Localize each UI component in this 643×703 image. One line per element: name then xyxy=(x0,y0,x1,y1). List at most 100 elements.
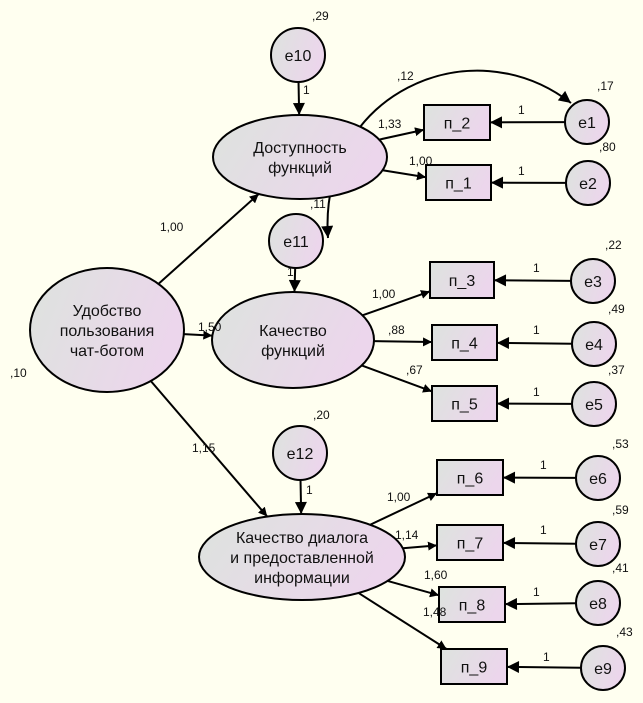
observed-variable-p4[interactable]: п_4 xyxy=(431,324,498,361)
variance-e3: ,22 xyxy=(605,238,622,252)
observed-variable-p6[interactable]: п_6 xyxy=(436,459,504,496)
error-term-e1[interactable]: e1 xyxy=(564,99,610,145)
path-coefficient-e3-p3: 1 xyxy=(533,261,540,275)
latent-label-line: функций xyxy=(261,343,325,360)
error-term-e10[interactable]: e10 xyxy=(270,27,326,83)
error-term-e6[interactable]: e6 xyxy=(575,455,621,501)
error-term-e5[interactable]: e5 xyxy=(571,381,617,427)
variance-e11: ,11 xyxy=(310,197,326,211)
observed-variable-p1[interactable]: п_1 xyxy=(425,164,492,201)
path-coefficient-F1-p2: 1,33 xyxy=(378,117,402,131)
observed-label: п_4 xyxy=(451,336,478,353)
path-coefficient-F0-F2: 1,50 xyxy=(198,320,222,334)
observed-box xyxy=(429,261,495,299)
error-label: e8 xyxy=(589,596,607,613)
path-arrow-e11-F2 xyxy=(288,267,301,293)
variance-e5: ,37 xyxy=(608,363,625,377)
variance-e9: ,43 xyxy=(616,625,633,639)
variance-e6: ,53 xyxy=(612,437,629,451)
path-arrow-F1-p2 xyxy=(378,127,425,141)
path-coefficient-e6-p6: 1 xyxy=(540,458,547,472)
error-label: e3 xyxy=(584,274,602,291)
observed-variable-p2[interactable]: п_2 xyxy=(423,104,491,141)
variance-e2: ,80 xyxy=(599,140,616,154)
latent-factor-F1[interactable]: Доступность функций xyxy=(212,114,388,200)
latent-label-line: Удобство xyxy=(73,303,142,320)
path-arrow-F0-F1 xyxy=(157,193,260,285)
path-arrow-e8-p8 xyxy=(504,597,577,610)
path-arrow-F2-p5 xyxy=(361,364,433,393)
path-arrow-F3-p6 xyxy=(369,492,438,526)
error-term-e9[interactable]: e9 xyxy=(580,645,626,691)
error-term-e4[interactable]: e4 xyxy=(571,321,617,367)
error-circle xyxy=(575,455,621,501)
path-coefficient-e2-p1: 1 xyxy=(518,164,525,178)
error-circle xyxy=(564,99,610,145)
error-circle xyxy=(580,645,626,691)
error-circle xyxy=(270,27,326,83)
path-coefficient-F2-p3: 1,00 xyxy=(372,287,396,301)
observed-label: п_2 xyxy=(444,116,471,133)
path-arrow-e12-F3 xyxy=(294,479,307,515)
observed-label: п_1 xyxy=(445,176,472,193)
observed-box xyxy=(436,524,504,561)
path-coefficient-F0-F3: 1,15 xyxy=(192,441,216,455)
latent-label-line: чат-ботом xyxy=(70,343,144,360)
error-label: e7 xyxy=(589,537,607,554)
path-arrow-e3-p3 xyxy=(493,274,572,287)
path-arrow-F0-F2 xyxy=(183,330,213,340)
error-circle xyxy=(268,213,324,269)
error-circle xyxy=(272,425,328,481)
observed-label: п_3 xyxy=(449,273,476,290)
error-term-e3[interactable]: e3 xyxy=(570,258,616,304)
observed-box xyxy=(423,104,491,141)
variance-e10: ,29 xyxy=(312,9,329,23)
observed-box xyxy=(436,459,504,496)
path-coefficient-e11-F2: 1 xyxy=(287,265,294,279)
latent-ellipse xyxy=(29,267,185,393)
path-coefficient-e4-p4: 1 xyxy=(533,323,540,337)
latent-label-line: функций xyxy=(268,160,332,177)
observed-variable-p9[interactable]: п_9 xyxy=(440,648,508,685)
path-arrow-e9-p9 xyxy=(506,661,582,674)
observed-box xyxy=(438,586,506,623)
path-coefficient-F3-p8: 1,60 xyxy=(424,568,448,582)
observed-label: п_6 xyxy=(457,471,484,488)
path-arrow-F0-F3 xyxy=(150,380,268,518)
latent-label-line: и предоставленной xyxy=(230,550,374,567)
path-coefficient-e12-F3: 1 xyxy=(306,483,313,497)
path-coefficient-e10-F1: 1 xyxy=(303,83,310,97)
observed-variable-p8[interactable]: п_8 xyxy=(438,586,506,623)
observed-box xyxy=(431,324,498,361)
observed-variable-p5[interactable]: п_5 xyxy=(431,385,498,422)
path-arrow-F2-p3 xyxy=(362,290,431,317)
latent-label-line: Доступность xyxy=(253,140,346,157)
error-term-e2[interactable]: e2 xyxy=(565,160,611,206)
error-term-e8[interactable]: e8 xyxy=(575,580,621,626)
path-coefficient-F3-p7: 1,14 xyxy=(395,528,419,542)
error-term-e12[interactable]: e12 xyxy=(272,425,328,481)
variance-e8: ,41 xyxy=(612,561,629,575)
latent-ellipse xyxy=(211,291,375,389)
error-label: e4 xyxy=(585,337,603,354)
path-arrow-F3-p7 xyxy=(402,541,438,551)
variance-e7: ,59 xyxy=(612,503,629,517)
path-coefficient-e7-p7: 1 xyxy=(540,523,547,537)
observed-variable-p7[interactable]: п_7 xyxy=(436,524,504,561)
error-term-e7[interactable]: e7 xyxy=(575,521,621,567)
observed-box xyxy=(425,164,492,201)
observed-variable-p3[interactable]: п_3 xyxy=(429,261,495,299)
path-arrow-e4-p4 xyxy=(496,337,573,350)
path-coefficient-F0-F1: 1,00 xyxy=(160,220,184,234)
error-circle xyxy=(570,258,616,304)
variance-e12: ,20 xyxy=(313,408,330,422)
path-coefficient-F2-p5: ,67 xyxy=(406,363,423,377)
latent-ellipse xyxy=(212,114,388,200)
error-term-e11[interactable]: e11 xyxy=(268,213,324,269)
variance-e4: ,49 xyxy=(608,302,625,316)
path-coefficient-F1-p1: 1,00 xyxy=(409,154,433,168)
path-arrow-F1-p1 xyxy=(382,169,427,181)
